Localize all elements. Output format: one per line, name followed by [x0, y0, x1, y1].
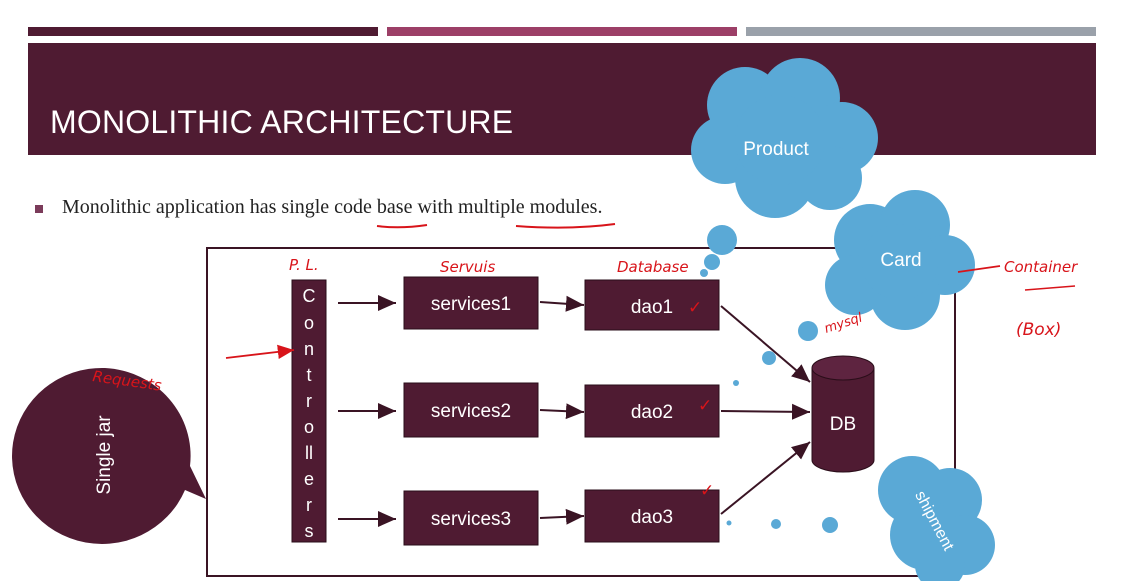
db-label: DB	[830, 414, 856, 435]
accent-bar-dark	[28, 27, 378, 36]
container-pointer	[957, 265, 1001, 273]
controllers-letter: C	[303, 286, 316, 306]
controllers-letter: n	[304, 339, 314, 359]
annotation-pl: P. L.	[289, 256, 319, 274]
dao2-label: dao2	[631, 402, 673, 423]
controllers-letter: ll	[305, 443, 313, 463]
controllers-letter: t	[306, 365, 311, 385]
controllers-box	[291, 279, 327, 543]
annotation-container: Container	[1004, 258, 1078, 276]
annotation-mysql: mysql	[823, 310, 865, 336]
product-cloud: Product	[691, 58, 878, 277]
controllers-letter: e	[304, 469, 314, 489]
single-jar-bubble: Single jar	[12, 367, 207, 544]
arrow-services2-dao2	[539, 403, 585, 420]
arrow-services3-dao3	[539, 508, 585, 525]
controllers-letter: r	[306, 495, 312, 515]
card-label: Card	[880, 250, 921, 271]
services3-box	[403, 490, 539, 546]
dao1-label: dao1	[631, 297, 673, 318]
services2-label: services2	[431, 401, 511, 422]
dao1-box	[584, 279, 720, 331]
bullet-square-icon	[35, 205, 43, 213]
services3-label: services3	[431, 509, 511, 530]
jar-container-box	[206, 247, 956, 577]
slide-title: MONOLITHIC ARCHITECTURE	[50, 104, 514, 140]
controllers-letter: s	[305, 521, 314, 541]
annotation-services: Servuis	[440, 258, 495, 276]
dao2-box	[584, 384, 720, 438]
annotation-database: Database	[617, 258, 689, 276]
controllers-letter: o	[304, 313, 314, 333]
check-dao2: ✓	[698, 396, 712, 416]
arrow-services1-dao1	[539, 295, 585, 312]
controllers-letters: C o n t r o ll e r s	[303, 286, 316, 541]
accent-bar-mid	[387, 27, 737, 36]
services2-box	[403, 382, 539, 438]
shipment-cloud: shipment	[726, 456, 995, 581]
annotation-box: (Box)	[1016, 320, 1061, 340]
title-band: MONOLITHIC ARCHITECTURE	[28, 43, 1096, 155]
arrow-dao2-db	[720, 403, 811, 420]
arrow-dao1-db	[720, 305, 811, 383]
requests-arrow	[225, 344, 295, 360]
dao3-box	[584, 489, 720, 543]
accent-bar-grey	[746, 27, 1096, 36]
services1-label: services1	[431, 294, 511, 315]
controllers-letter: o	[304, 417, 314, 437]
dao3-label: dao3	[631, 507, 673, 528]
check-dao1: ✓	[688, 298, 702, 318]
single-jar-label: Single jar	[94, 415, 115, 495]
db-cylinder: DB	[811, 355, 875, 473]
controllers-letter: r	[306, 391, 312, 411]
product-label: Product	[743, 139, 809, 160]
services1-box	[403, 276, 539, 330]
container-underline	[1024, 285, 1076, 291]
check-dao3: ✓	[700, 481, 714, 501]
underline-code-base	[376, 224, 428, 229]
underline-multiple-modules	[515, 223, 616, 229]
bullet-text: Monolithic application has single code b…	[62, 196, 603, 218]
card-cloud: Card	[733, 190, 975, 386]
arrow-dao3-db	[720, 441, 811, 515]
